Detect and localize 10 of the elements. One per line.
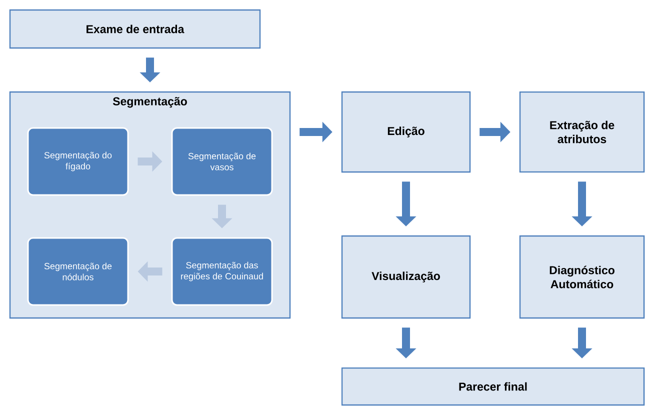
process-box: Segmentação de nódulos bbox=[27, 237, 129, 306]
process-box: Segmentação do fígado bbox=[27, 127, 129, 196]
process-box: Exame de entrada bbox=[9, 9, 261, 49]
process-box: Extração de atributos bbox=[519, 91, 645, 173]
process-box: Parecer final bbox=[341, 367, 645, 406]
process-box: Edição bbox=[341, 91, 471, 173]
process-box: Segmentação de vasos bbox=[171, 127, 273, 196]
process-box: Diagnóstico Automático bbox=[519, 235, 645, 319]
process-box: Visualização bbox=[341, 235, 471, 319]
process-box: Segmentação das regiões de Couinaud bbox=[171, 237, 273, 306]
